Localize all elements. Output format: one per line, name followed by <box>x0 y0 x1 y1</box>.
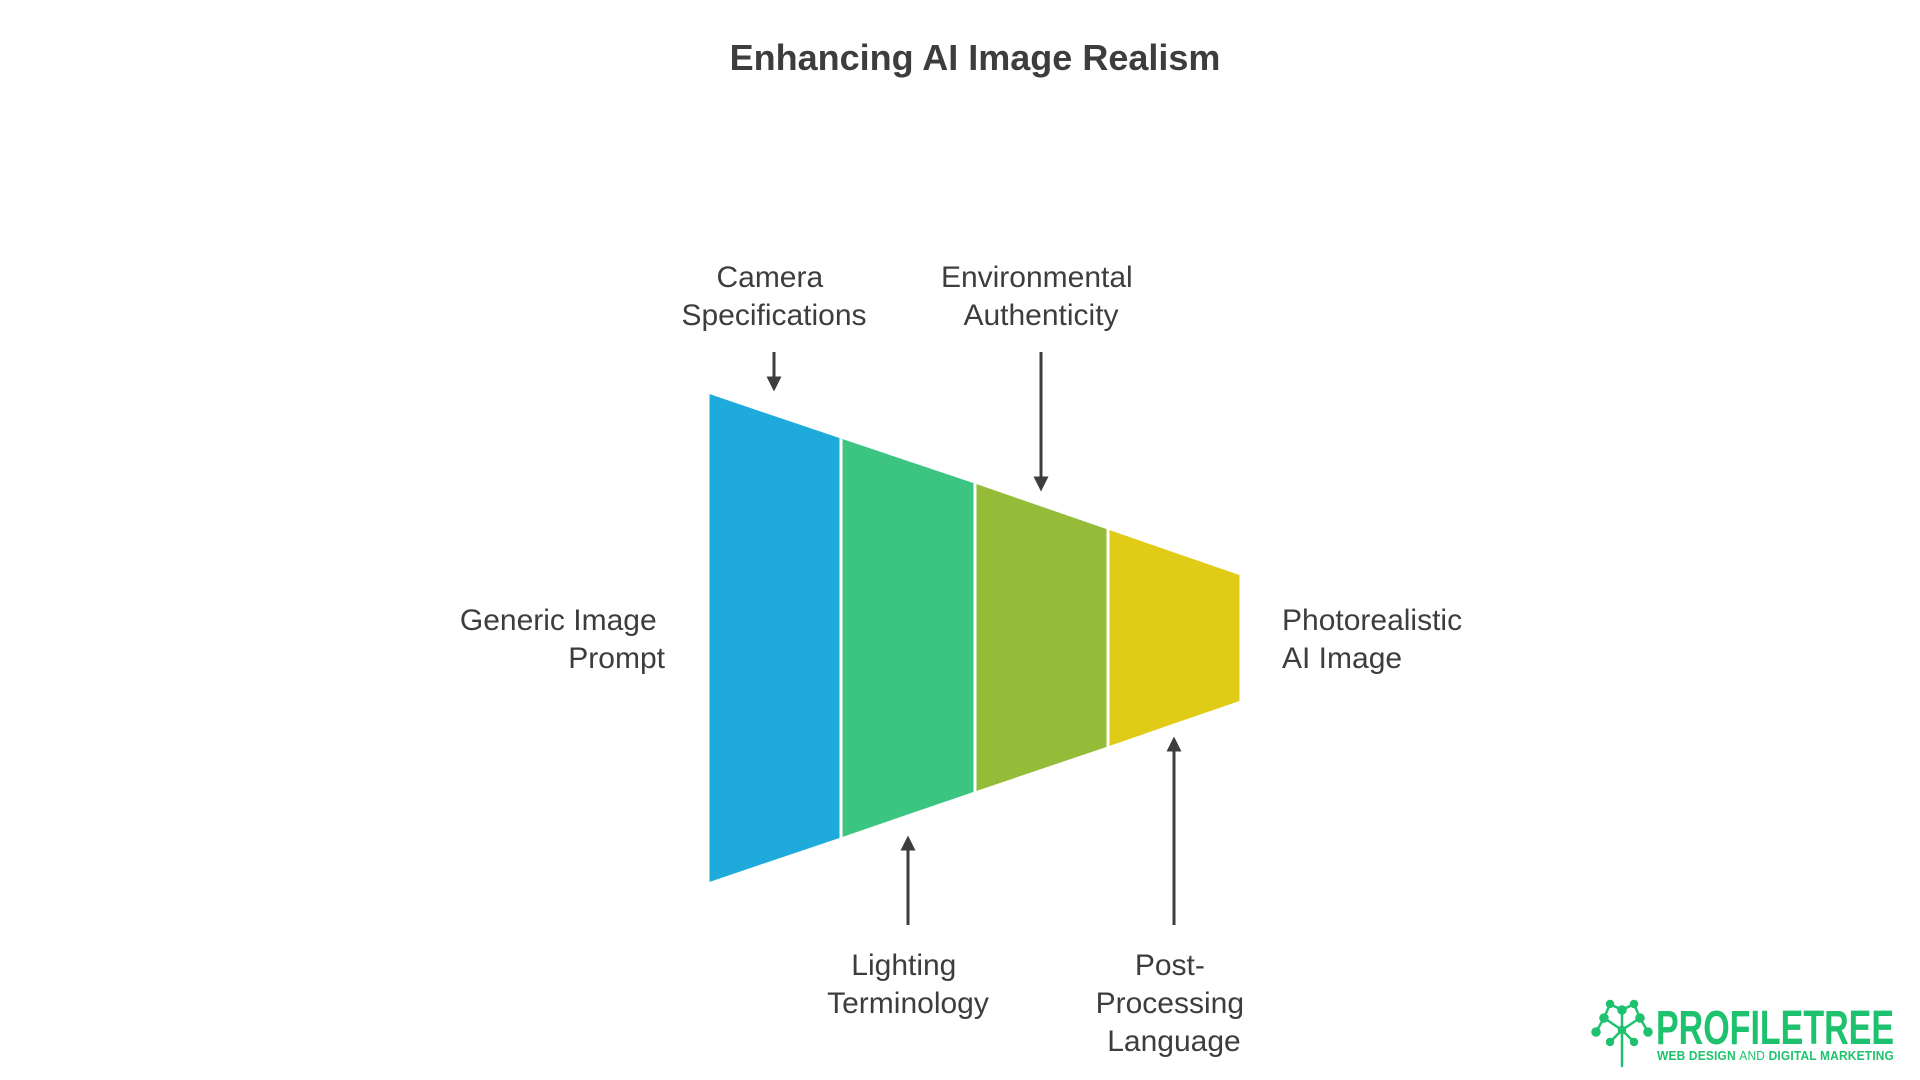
stage-label-line: Camera <box>716 261 823 294</box>
stage-label-line: Lighting <box>851 949 956 982</box>
stage-label-lighting-terminology: Lighting Terminology <box>827 949 989 1020</box>
output-label: Photorealistic AI Image <box>1282 604 1470 675</box>
output-label-line-1: Photorealistic <box>1282 604 1462 637</box>
output-label-line-2: AI Image <box>1282 642 1402 675</box>
stage-label-line: Environmental <box>941 261 1133 294</box>
brand-name: PROFILETREE <box>1656 1002 1894 1055</box>
input-label-line-2: Prompt <box>568 642 665 675</box>
funnel-segments <box>706 390 1243 886</box>
stage-label-line: Terminology <box>827 987 989 1020</box>
stage-segment-lighting-terminology <box>839 435 977 841</box>
brand-logo: PROFILETREE WEB DESIGN AND DIGITAL MARKE… <box>1591 999 1894 1068</box>
stage-label-line: Language <box>1107 1025 1240 1058</box>
tree-network-icon <box>1591 999 1653 1068</box>
stage-label-line: Specifications <box>681 299 866 332</box>
brand-tagline-part-1: WEB DESIGN <box>1657 1049 1739 1063</box>
stage-segment-post-processing-language <box>1106 526 1243 750</box>
stage-label-line: Post- <box>1135 949 1205 982</box>
input-label: Generic Image Prompt <box>460 604 666 675</box>
brand-tagline-part-2: DIGITAL MARKETING <box>1765 1049 1894 1063</box>
brand-tagline-and: AND <box>1739 1049 1765 1063</box>
stage-segment-environmental-authenticity <box>973 480 1110 795</box>
page-title: Enhancing AI Image Realism <box>730 37 1221 78</box>
input-label-line-1: Generic Image <box>460 604 657 637</box>
stage-label-post-processing-language: Post- Processing Language <box>1096 949 1253 1058</box>
stage-label-environmental-authenticity: Environmental Authenticity <box>941 261 1141 332</box>
stage-label-line: Processing <box>1096 987 1244 1020</box>
stage-label-line: Authenticity <box>963 299 1118 332</box>
brand-tagline: WEB DESIGN AND DIGITAL MARKETING <box>1657 1049 1894 1063</box>
stage-label-camera-specifications: Camera Specifications <box>681 261 866 332</box>
stage-segment-camera-specifications <box>706 390 843 886</box>
